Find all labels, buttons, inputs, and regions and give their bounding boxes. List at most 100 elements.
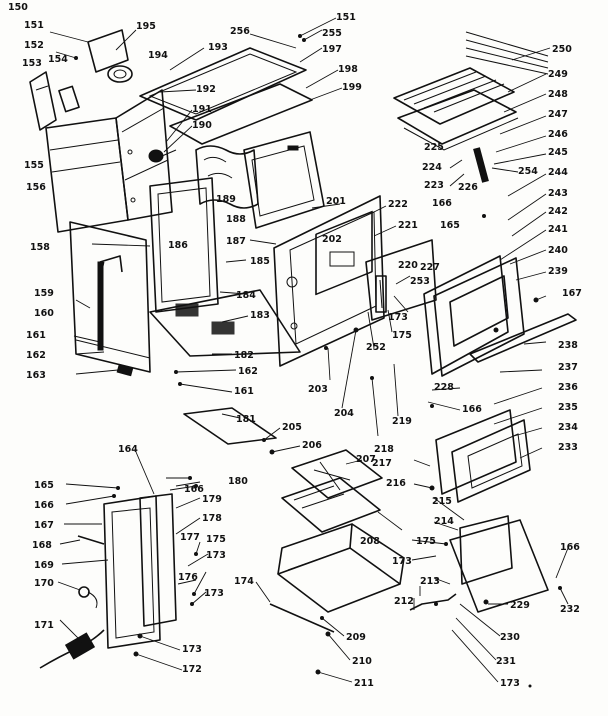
oven-rack-250 xyxy=(465,31,549,75)
broiler-rack-249 xyxy=(393,67,515,125)
callout-168: 168 xyxy=(32,540,52,551)
callout-175: 175 xyxy=(392,330,412,341)
callout-173: 173 xyxy=(388,312,408,323)
callout-242: 242 xyxy=(548,206,568,217)
callout-252: 252 xyxy=(366,342,386,353)
callout-211: 211 xyxy=(354,678,374,689)
callout-176: 176 xyxy=(178,572,198,583)
callout-152: 152 xyxy=(24,40,44,51)
callout-255: 255 xyxy=(322,28,342,39)
callout-155: 155 xyxy=(24,160,44,171)
leader-lines xyxy=(49,17,569,683)
callout-178: 178 xyxy=(202,513,222,524)
callout-166: 166 xyxy=(34,500,54,511)
callout-183: 183 xyxy=(250,310,270,321)
callout-206: 206 xyxy=(302,440,322,451)
side-panel-156 xyxy=(45,117,129,233)
callout-177: 177 xyxy=(180,532,200,543)
callout-249: 249 xyxy=(548,69,568,80)
callout-225: 225 xyxy=(424,142,444,153)
callout-169: 169 xyxy=(34,560,54,571)
callout-181: 181 xyxy=(236,414,256,425)
callout-173: 173 xyxy=(392,556,412,567)
callout-215: 215 xyxy=(432,496,452,507)
top-liner-198 xyxy=(169,83,313,145)
callout-205: 205 xyxy=(282,422,302,433)
callout-158: 158 xyxy=(30,242,50,253)
callout-216: 216 xyxy=(386,478,406,489)
drawer-209 xyxy=(277,523,405,613)
callout-175: 175 xyxy=(206,534,226,545)
wire-212 xyxy=(409,593,457,611)
callout-247: 247 xyxy=(548,109,568,120)
callout-173: 173 xyxy=(204,588,224,599)
callout-154: 154 xyxy=(48,54,68,65)
bottom-panel-182 xyxy=(149,289,301,357)
callout-156: 156 xyxy=(26,182,46,193)
callout-203: 203 xyxy=(308,384,328,395)
callout-159: 159 xyxy=(34,288,54,299)
callout-235: 235 xyxy=(558,402,578,413)
callout-166: 166 xyxy=(560,542,580,553)
callout-232: 232 xyxy=(560,604,580,615)
cord-171 xyxy=(39,629,105,669)
callout-221: 221 xyxy=(398,220,418,231)
callout-239: 239 xyxy=(548,266,568,277)
callout-236: 236 xyxy=(558,382,578,393)
callout-189: 189 xyxy=(216,194,236,205)
bracket-150 xyxy=(87,29,133,83)
callout-208: 208 xyxy=(360,536,380,547)
callout-197: 197 xyxy=(322,44,342,55)
callout-238: 238 xyxy=(558,340,578,351)
foot-163 xyxy=(116,363,134,377)
callout-188: 188 xyxy=(226,214,246,225)
callout-173: 173 xyxy=(182,644,202,655)
callout-250: 250 xyxy=(552,44,572,55)
callout-199: 199 xyxy=(342,82,362,93)
burner-207 xyxy=(291,449,383,499)
callout-182: 182 xyxy=(234,350,254,361)
callout-254: 254 xyxy=(518,166,538,177)
lower-door-169 xyxy=(103,495,161,649)
element-234 xyxy=(435,409,531,503)
callout-241: 241 xyxy=(548,224,568,235)
grate-208 xyxy=(281,477,381,533)
callout-213: 213 xyxy=(420,576,440,587)
callout-195: 195 xyxy=(136,21,156,32)
vent-153 xyxy=(58,85,80,113)
callout-207: 207 xyxy=(356,454,376,465)
door-outer-239 xyxy=(433,257,525,377)
callout-162: 162 xyxy=(238,366,258,377)
callout-240: 240 xyxy=(548,245,568,256)
oven-door-frame-220 xyxy=(365,239,437,321)
hinge-226 xyxy=(473,147,489,183)
callout-192: 192 xyxy=(196,84,216,95)
callout-246: 246 xyxy=(548,129,568,140)
callout-186: 186 xyxy=(168,240,188,251)
callout-244: 244 xyxy=(548,167,568,178)
callout-234: 234 xyxy=(558,422,578,433)
callout-243: 243 xyxy=(548,188,568,199)
oven-cavity-185 xyxy=(149,177,219,313)
callout-226: 226 xyxy=(458,182,478,193)
callout-151: 151 xyxy=(24,20,44,31)
callout-227: 227 xyxy=(420,262,440,273)
callout-194: 194 xyxy=(148,50,168,61)
callout-253: 253 xyxy=(410,276,430,287)
switch-170 xyxy=(78,586,98,609)
callout-161: 161 xyxy=(26,330,46,341)
callout-166: 166 xyxy=(184,484,204,495)
callout-222: 222 xyxy=(388,199,408,210)
callout-229: 229 xyxy=(510,600,530,611)
callout-219: 219 xyxy=(392,416,412,427)
callout-209: 209 xyxy=(346,632,366,643)
callout-153: 153 xyxy=(22,58,42,69)
side-bracket-155 xyxy=(29,71,57,131)
door-liner-240 xyxy=(423,255,509,375)
callout-220: 220 xyxy=(398,260,418,271)
callout-180: 180 xyxy=(228,476,248,487)
callout-198: 198 xyxy=(338,64,358,75)
callout-202: 202 xyxy=(322,234,342,245)
callout-218: 218 xyxy=(374,444,394,455)
